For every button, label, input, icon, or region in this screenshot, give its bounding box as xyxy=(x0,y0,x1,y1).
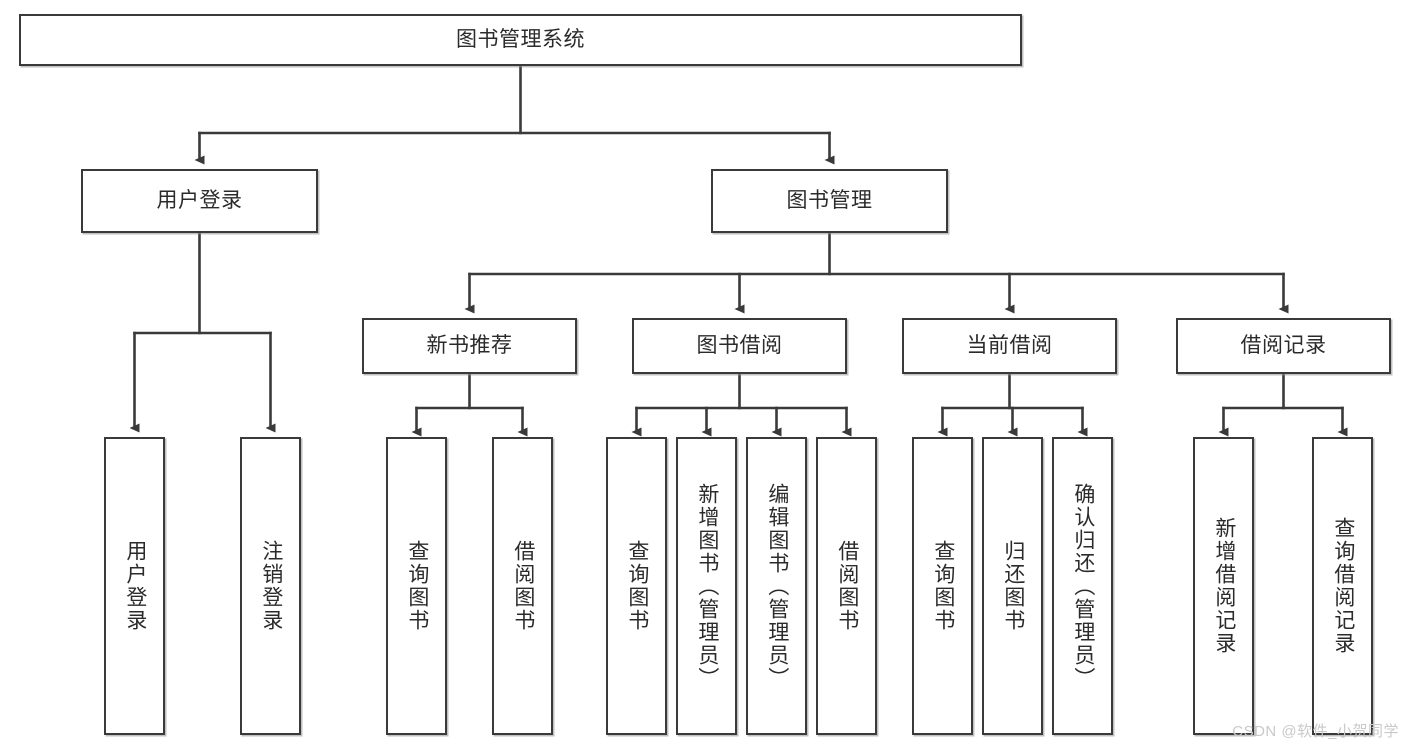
leaf-label: 借阅图书 xyxy=(511,540,535,632)
leaf-book-borrow-borrow[interactable]: 借阅图书 xyxy=(816,437,877,735)
node-root-label: 图书管理系统 xyxy=(456,27,585,51)
leaf-book-borrow-query[interactable]: 查询图书 xyxy=(606,437,667,735)
leaf-label: 确认归还（管理员） xyxy=(1071,482,1095,690)
leaf-book-borrow-edit[interactable]: 编辑图书（管理员） xyxy=(746,437,807,735)
leaf-new-book-borrow[interactable]: 借阅图书 xyxy=(492,437,553,735)
leaf-user-login-logout[interactable]: 注销登录 xyxy=(240,437,301,735)
node-book-borrow[interactable]: 图书借阅 xyxy=(632,318,847,374)
leaf-label: 查询图书 xyxy=(625,540,649,632)
leaf-label: 归还图书 xyxy=(1001,540,1025,632)
leaf-book-borrow-add[interactable]: 新增图书（管理员） xyxy=(676,437,737,735)
leaf-label: 编辑图书（管理员） xyxy=(765,482,789,690)
node-borrow-record-label: 借阅记录 xyxy=(1240,333,1327,357)
node-root[interactable]: 图书管理系统 xyxy=(19,14,1022,66)
leaf-current-borrow-query[interactable]: 查询图书 xyxy=(912,437,973,735)
node-new-book-recommend-label: 新书推荐 xyxy=(426,333,513,357)
node-current-borrow-label: 当前借阅 xyxy=(966,333,1053,357)
leaf-label: 借阅图书 xyxy=(835,540,859,632)
leaf-label: 新增图书（管理员） xyxy=(695,482,719,690)
node-book-borrow-label: 图书借阅 xyxy=(696,333,783,357)
node-book-manage[interactable]: 图书管理 xyxy=(711,169,948,233)
leaf-borrow-record-add[interactable]: 新增借阅记录 xyxy=(1193,437,1254,735)
leaf-current-borrow-return[interactable]: 归还图书 xyxy=(982,437,1043,735)
node-book-manage-label: 图书管理 xyxy=(786,188,873,212)
leaf-label: 查询图书 xyxy=(931,540,955,632)
leaf-borrow-record-query[interactable]: 查询借阅记录 xyxy=(1312,437,1373,735)
node-current-borrow[interactable]: 当前借阅 xyxy=(902,318,1117,374)
leaf-label: 查询图书 xyxy=(405,540,429,632)
leaf-label: 查询借阅记录 xyxy=(1331,517,1355,655)
leaf-label: 新增借阅记录 xyxy=(1212,517,1236,655)
csdn-watermark: CSDN @软件_小贺同学 xyxy=(1232,723,1399,740)
leaf-user-login-login[interactable]: 用户登录 xyxy=(104,437,165,735)
node-user-login-label: 用户登录 xyxy=(156,188,243,212)
node-new-book-recommend[interactable]: 新书推荐 xyxy=(362,318,577,374)
node-user-login[interactable]: 用户登录 xyxy=(81,169,318,233)
leaf-label: 用户登录 xyxy=(123,540,147,632)
node-borrow-record[interactable]: 借阅记录 xyxy=(1176,318,1391,374)
leaf-label: 注销登录 xyxy=(259,540,283,632)
leaf-current-borrow-confirm[interactable]: 确认归还（管理员） xyxy=(1052,437,1113,735)
leaf-new-book-query[interactable]: 查询图书 xyxy=(386,437,447,735)
